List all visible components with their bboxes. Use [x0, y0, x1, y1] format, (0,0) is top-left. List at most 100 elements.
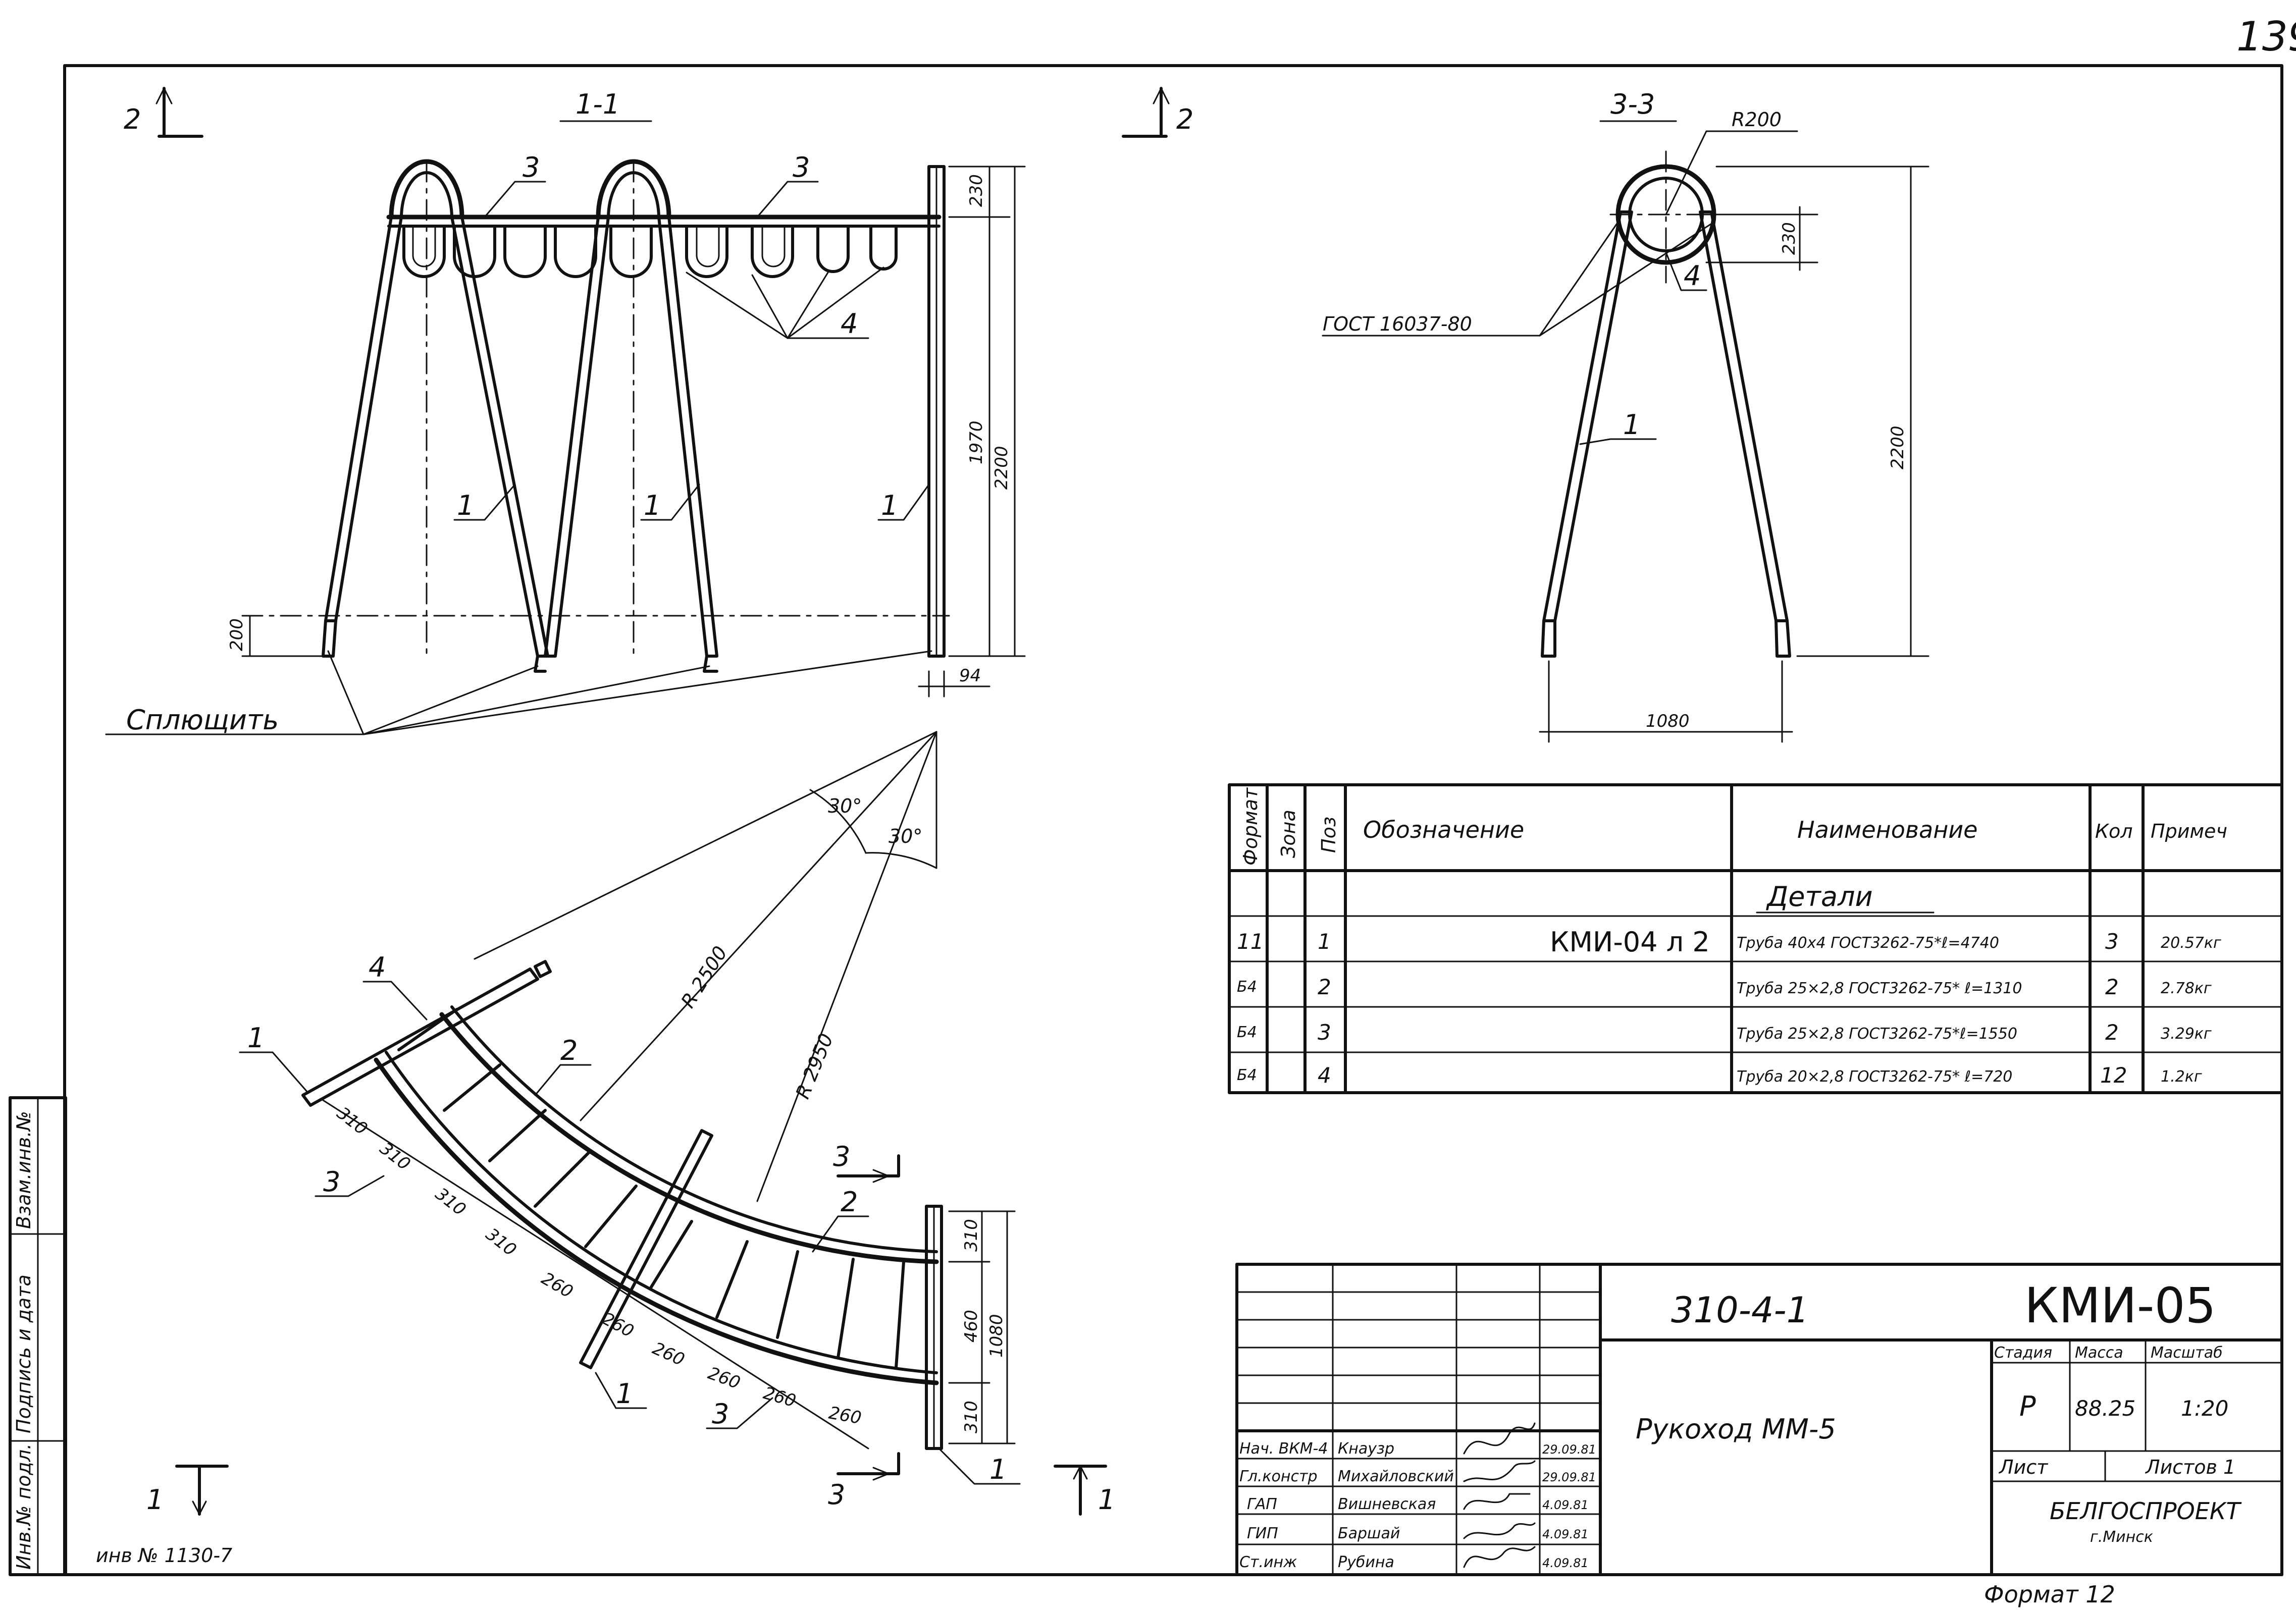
spec-row-2-pos: 2 [1318, 975, 1331, 999]
spec-header-format: Формат [1239, 787, 1262, 866]
organization-city: г.Минск [2090, 1528, 2153, 1546]
signature-scribble-2 [1463, 1460, 1536, 1482]
spec-row-1-designation: КМИ-04 л 2 [1550, 926, 1710, 958]
stage-label: Стадия [1994, 1344, 2052, 1362]
dim-310-d: 310 [482, 1224, 520, 1260]
document-code: КМИ-05 [2024, 1277, 2216, 1334]
organization-name: БЕЛГОСПРОЕКТ [2050, 1497, 2242, 1525]
dim-2200-side: 2200 [1888, 425, 1908, 469]
spec-row-4-format: Б4 [1237, 1066, 1257, 1084]
spec-row-3-qty: 2 [2105, 1020, 2119, 1045]
section-1-1-view: 1-1 2 2 [105, 87, 1193, 736]
spec-header-pos: Поз [1318, 817, 1340, 853]
signer-2-date: 29.09.81 [1542, 1470, 1596, 1484]
spec-header-zone: Зона [1277, 810, 1299, 858]
spec-row-1-note: 20.57кг [2161, 934, 2221, 952]
spec-header-note: Примеч [2151, 820, 2227, 842]
signer-3-role: ГАП [1247, 1495, 1277, 1513]
section-3-3-title: 3-3 [1610, 88, 1655, 120]
pos-2-plan-a: 2 [560, 1035, 578, 1066]
specification-table: Формат Зона Поз Обозначение Наименование… [1228, 783, 2283, 1094]
stage-value: Р [2019, 1390, 2036, 1422]
radius-2950: R 2950 [792, 1031, 838, 1102]
dim-310-a: 310 [333, 1103, 371, 1139]
cut-2-left-label: 2 [124, 103, 141, 135]
drawing-title: Рукоход ММ-5 [1636, 1413, 1836, 1445]
signer-2-role: Гл.констр [1239, 1468, 1318, 1485]
signature-scribble-5 [1463, 1546, 1536, 1568]
dim-230: 230 [966, 174, 986, 207]
mass-value: 88.25 [2075, 1396, 2135, 1421]
dim-1970: 1970 [966, 420, 986, 464]
signature-scribble-4 [1463, 1522, 1536, 1539]
spec-row-3-format: Б4 [1237, 1024, 1257, 1041]
plan-view: 30° 30° R 2500 R 2950 310 310 [146, 731, 1115, 1516]
signer-5-date: 4.09.81 [1542, 1556, 1589, 1570]
dim-310-right-b: 310 [961, 1401, 981, 1433]
signer-5-name: Рубина [1338, 1553, 1394, 1571]
pos-3-leader-b: 3 [793, 151, 810, 183]
spec-row-4-qty: 12 [2100, 1063, 2127, 1088]
side-stamp: Инв.№ подл. Подпись и дата Взам.инв.№ [9, 1096, 67, 1576]
signer-3-name: Вишневская [1338, 1495, 1436, 1513]
side-stamp-sign: Подпись и дата [13, 1274, 35, 1433]
side-stamp-inv: Инв.№ подл. [13, 1443, 35, 1570]
dim-94: 94 [959, 666, 981, 686]
dim-230-side: 230 [1779, 222, 1799, 255]
dim-260-a: 260 [538, 1268, 577, 1302]
radius-2500: R 2500 [676, 942, 732, 1012]
dim-260-c: 260 [649, 1338, 688, 1370]
signer-4-date: 4.09.81 [1542, 1527, 1589, 1541]
dim-1080: 1080 [1646, 711, 1690, 731]
spec-row-1-qty: 3 [2105, 929, 2119, 954]
pos-4-leader: 4 [841, 308, 858, 340]
signer-1-role: Нач. ВКМ-4 [1239, 1440, 1328, 1458]
signature-scribble-3 [1463, 1493, 1531, 1510]
pos-1-leader-c: 1 [881, 490, 898, 521]
signer-4-role: ГИП [1247, 1525, 1278, 1542]
pos-1-leader-b: 1 [644, 490, 661, 521]
dim-460: 460 [961, 1310, 981, 1343]
signer-2-name: Михайловский [1338, 1468, 1454, 1485]
spec-row-4-note: 1.2кг [2161, 1068, 2202, 1086]
page-number: 139 [2236, 13, 2296, 60]
pos-1-side: 1 [1623, 409, 1640, 441]
spec-row-2-format: Б4 [1237, 978, 1257, 996]
spec-row-1-pos: 1 [1318, 929, 1331, 954]
spec-row-2-name: Труба 25×2,8 ГОСТ3262-75* ℓ=1310 [1737, 980, 2022, 997]
dim-1080-right: 1080 [986, 1314, 1007, 1358]
spec-row-2-qty: 2 [2105, 975, 2119, 999]
spec-row-4-name: Труба 20×2,8 ГОСТ3262-75* ℓ=720 [1737, 1068, 2012, 1086]
scale-label: Масштаб [2151, 1344, 2223, 1362]
spec-header-designation: Обозначение [1363, 816, 1524, 843]
section-3-3-view: 3-3 R200 230 2200 1080 ГОСТ 16037-80 [1322, 88, 1929, 743]
mass-label: Масса [2075, 1344, 2123, 1362]
sheets-label: Листов 1 [2145, 1456, 2235, 1478]
spec-row-1-format: 11 [1237, 929, 1264, 954]
dim-310-c: 310 [431, 1184, 469, 1220]
scale-value: 1:20 [2181, 1396, 2228, 1421]
pos-2-plan-b: 2 [841, 1186, 858, 1218]
pos-3-plan-a: 3 [323, 1166, 340, 1198]
spec-header-qty: Кол [2095, 820, 2133, 842]
dim-310-b: 310 [376, 1139, 414, 1174]
title-block: Нач. ВКМ-4 Кнаузр 29.09.81 Гл.констр Мих… [1235, 1263, 2283, 1576]
pos-4-side: 4 [1684, 260, 1701, 292]
project-code: 310-4-1 [1671, 1290, 1809, 1331]
dim-260-f: 260 [827, 1403, 863, 1428]
spec-row-2-note: 2.78кг [2161, 980, 2212, 997]
cut-2-right-label: 2 [1176, 103, 1193, 135]
spec-header-name: Наименование [1797, 816, 1977, 843]
gost-reference: ГОСТ 16037-80 [1323, 313, 1472, 335]
format-label: Формат 12 [1984, 1581, 2115, 1608]
pos-3-leader-a: 3 [523, 151, 540, 183]
spec-row-3-name: Труба 25×2,8 ГОСТ3262-75*ℓ=1550 [1737, 1025, 2017, 1043]
sheet-label: Лист [1998, 1456, 2049, 1478]
pos-3-plan-b: 3 [712, 1398, 729, 1430]
side-stamp-replace: Взам.инв.№ [13, 1111, 35, 1229]
cut-3-lower-label: 3 [828, 1479, 845, 1511]
dim-260-d: 260 [705, 1363, 743, 1393]
dim-200: 200 [227, 618, 247, 651]
spec-row-1-name: Труба 40х4 ГОСТ3262-75*ℓ=4740 [1737, 934, 1999, 952]
